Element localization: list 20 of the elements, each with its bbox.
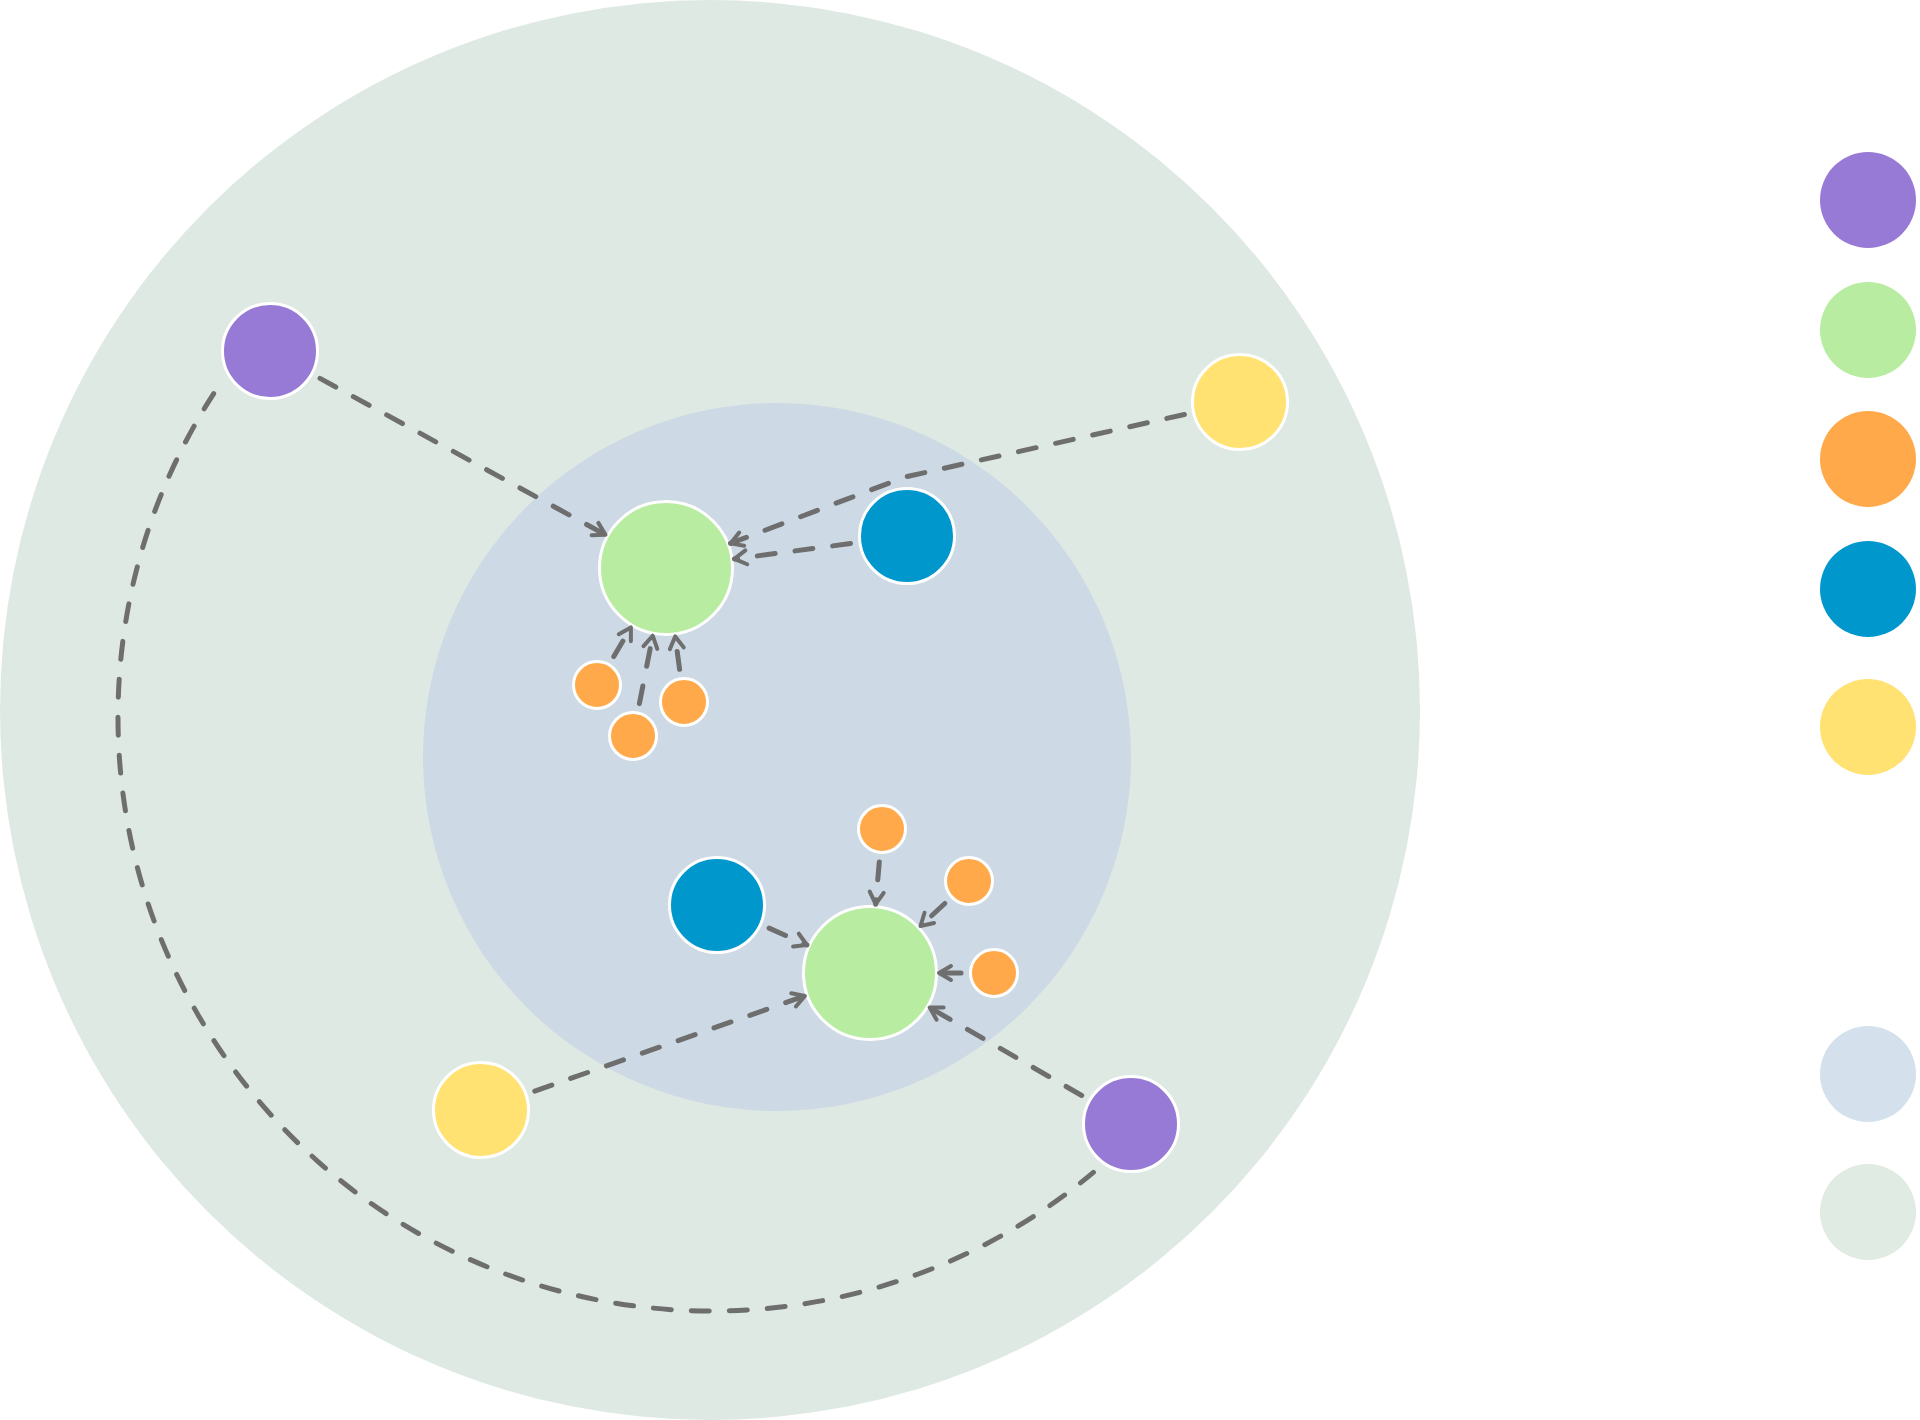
dashed-arrow <box>918 901 948 929</box>
node-circle <box>857 804 907 854</box>
node-circle <box>608 711 658 761</box>
node-circle <box>944 856 994 906</box>
dashed-arrow <box>936 964 964 982</box>
dashed-arrow <box>766 925 810 949</box>
node-circle <box>969 948 1019 998</box>
dashed-arrow <box>636 633 660 707</box>
node-circle <box>572 660 622 710</box>
dashed-arrow <box>667 633 686 672</box>
dashed-connector-line <box>116 391 1096 1313</box>
dashed-arrow <box>611 624 634 660</box>
dashed-arrow <box>927 1005 1085 1098</box>
outer-zone-circle <box>0 0 1420 1420</box>
dashed-arrow <box>731 541 853 567</box>
node-circle <box>659 677 709 727</box>
dashed-arrow <box>867 859 886 907</box>
dashed-arrow <box>728 412 1187 548</box>
dashed-arrow <box>532 991 808 1094</box>
dashed-arrow <box>317 375 608 538</box>
